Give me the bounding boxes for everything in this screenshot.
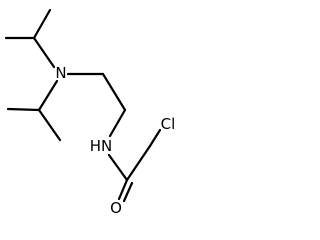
amide-nitrogen-label: HN — [90, 137, 113, 155]
amine-nitrogen-label: N — [55, 64, 66, 82]
bond — [37, 79, 59, 112]
oxygen-label: O — [110, 199, 122, 217]
bond — [148, 128, 162, 148]
lower-isopropyl-group — [6, 79, 62, 142]
double-bond-line — [117, 178, 129, 201]
bond — [37, 108, 62, 142]
upper-isopropyl-group — [4, 8, 56, 69]
bond — [101, 72, 127, 112]
double-bond-line — [122, 181, 134, 203]
chlorine-label: Cl — [161, 115, 176, 133]
bond — [32, 36, 56, 69]
bond — [108, 108, 127, 138]
ethylene-linker — [66, 72, 127, 138]
bond — [125, 144, 152, 182]
chloroacetamide-group — [107, 128, 162, 203]
bond — [6, 107, 41, 112]
bond — [32, 8, 52, 40]
chemical-structure: N HN Cl O — [4, 8, 176, 217]
bond — [107, 153, 129, 182]
